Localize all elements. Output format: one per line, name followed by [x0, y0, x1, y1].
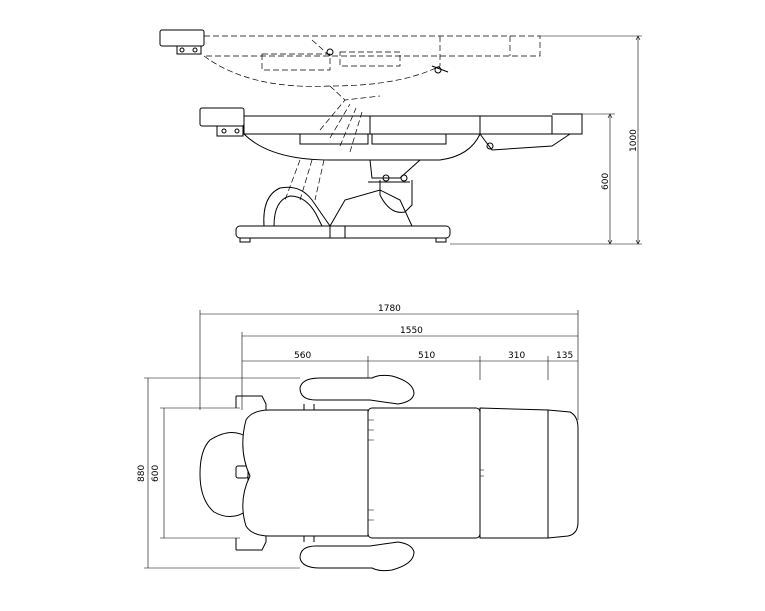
raised-position-outline: [159, 29, 541, 101]
dim-height-total-label: 1000: [629, 129, 639, 152]
top-dimensions: [144, 310, 579, 569]
top-view: 1780 1550 560 510 310 135 880 600: [137, 304, 579, 572]
dim-back-label: 560: [294, 351, 311, 361]
dim-width-total-label: 880: [137, 465, 147, 482]
dim-width-body-label: 600: [151, 465, 161, 482]
chair-top-outline: [199, 374, 579, 572]
side-dimensions: [450, 35, 642, 245]
dim-total-length-label: 1780: [378, 304, 401, 314]
dim-body-length-label: 1550: [400, 326, 423, 336]
dim-seat-label: 510: [418, 351, 435, 361]
dim-height-seat-label: 600: [601, 173, 611, 190]
side-view: 1000 600: [159, 29, 642, 245]
chair-side-body: [199, 99, 583, 243]
dim-foot-label: 135: [556, 351, 573, 361]
dim-leg-label: 310: [508, 351, 525, 361]
